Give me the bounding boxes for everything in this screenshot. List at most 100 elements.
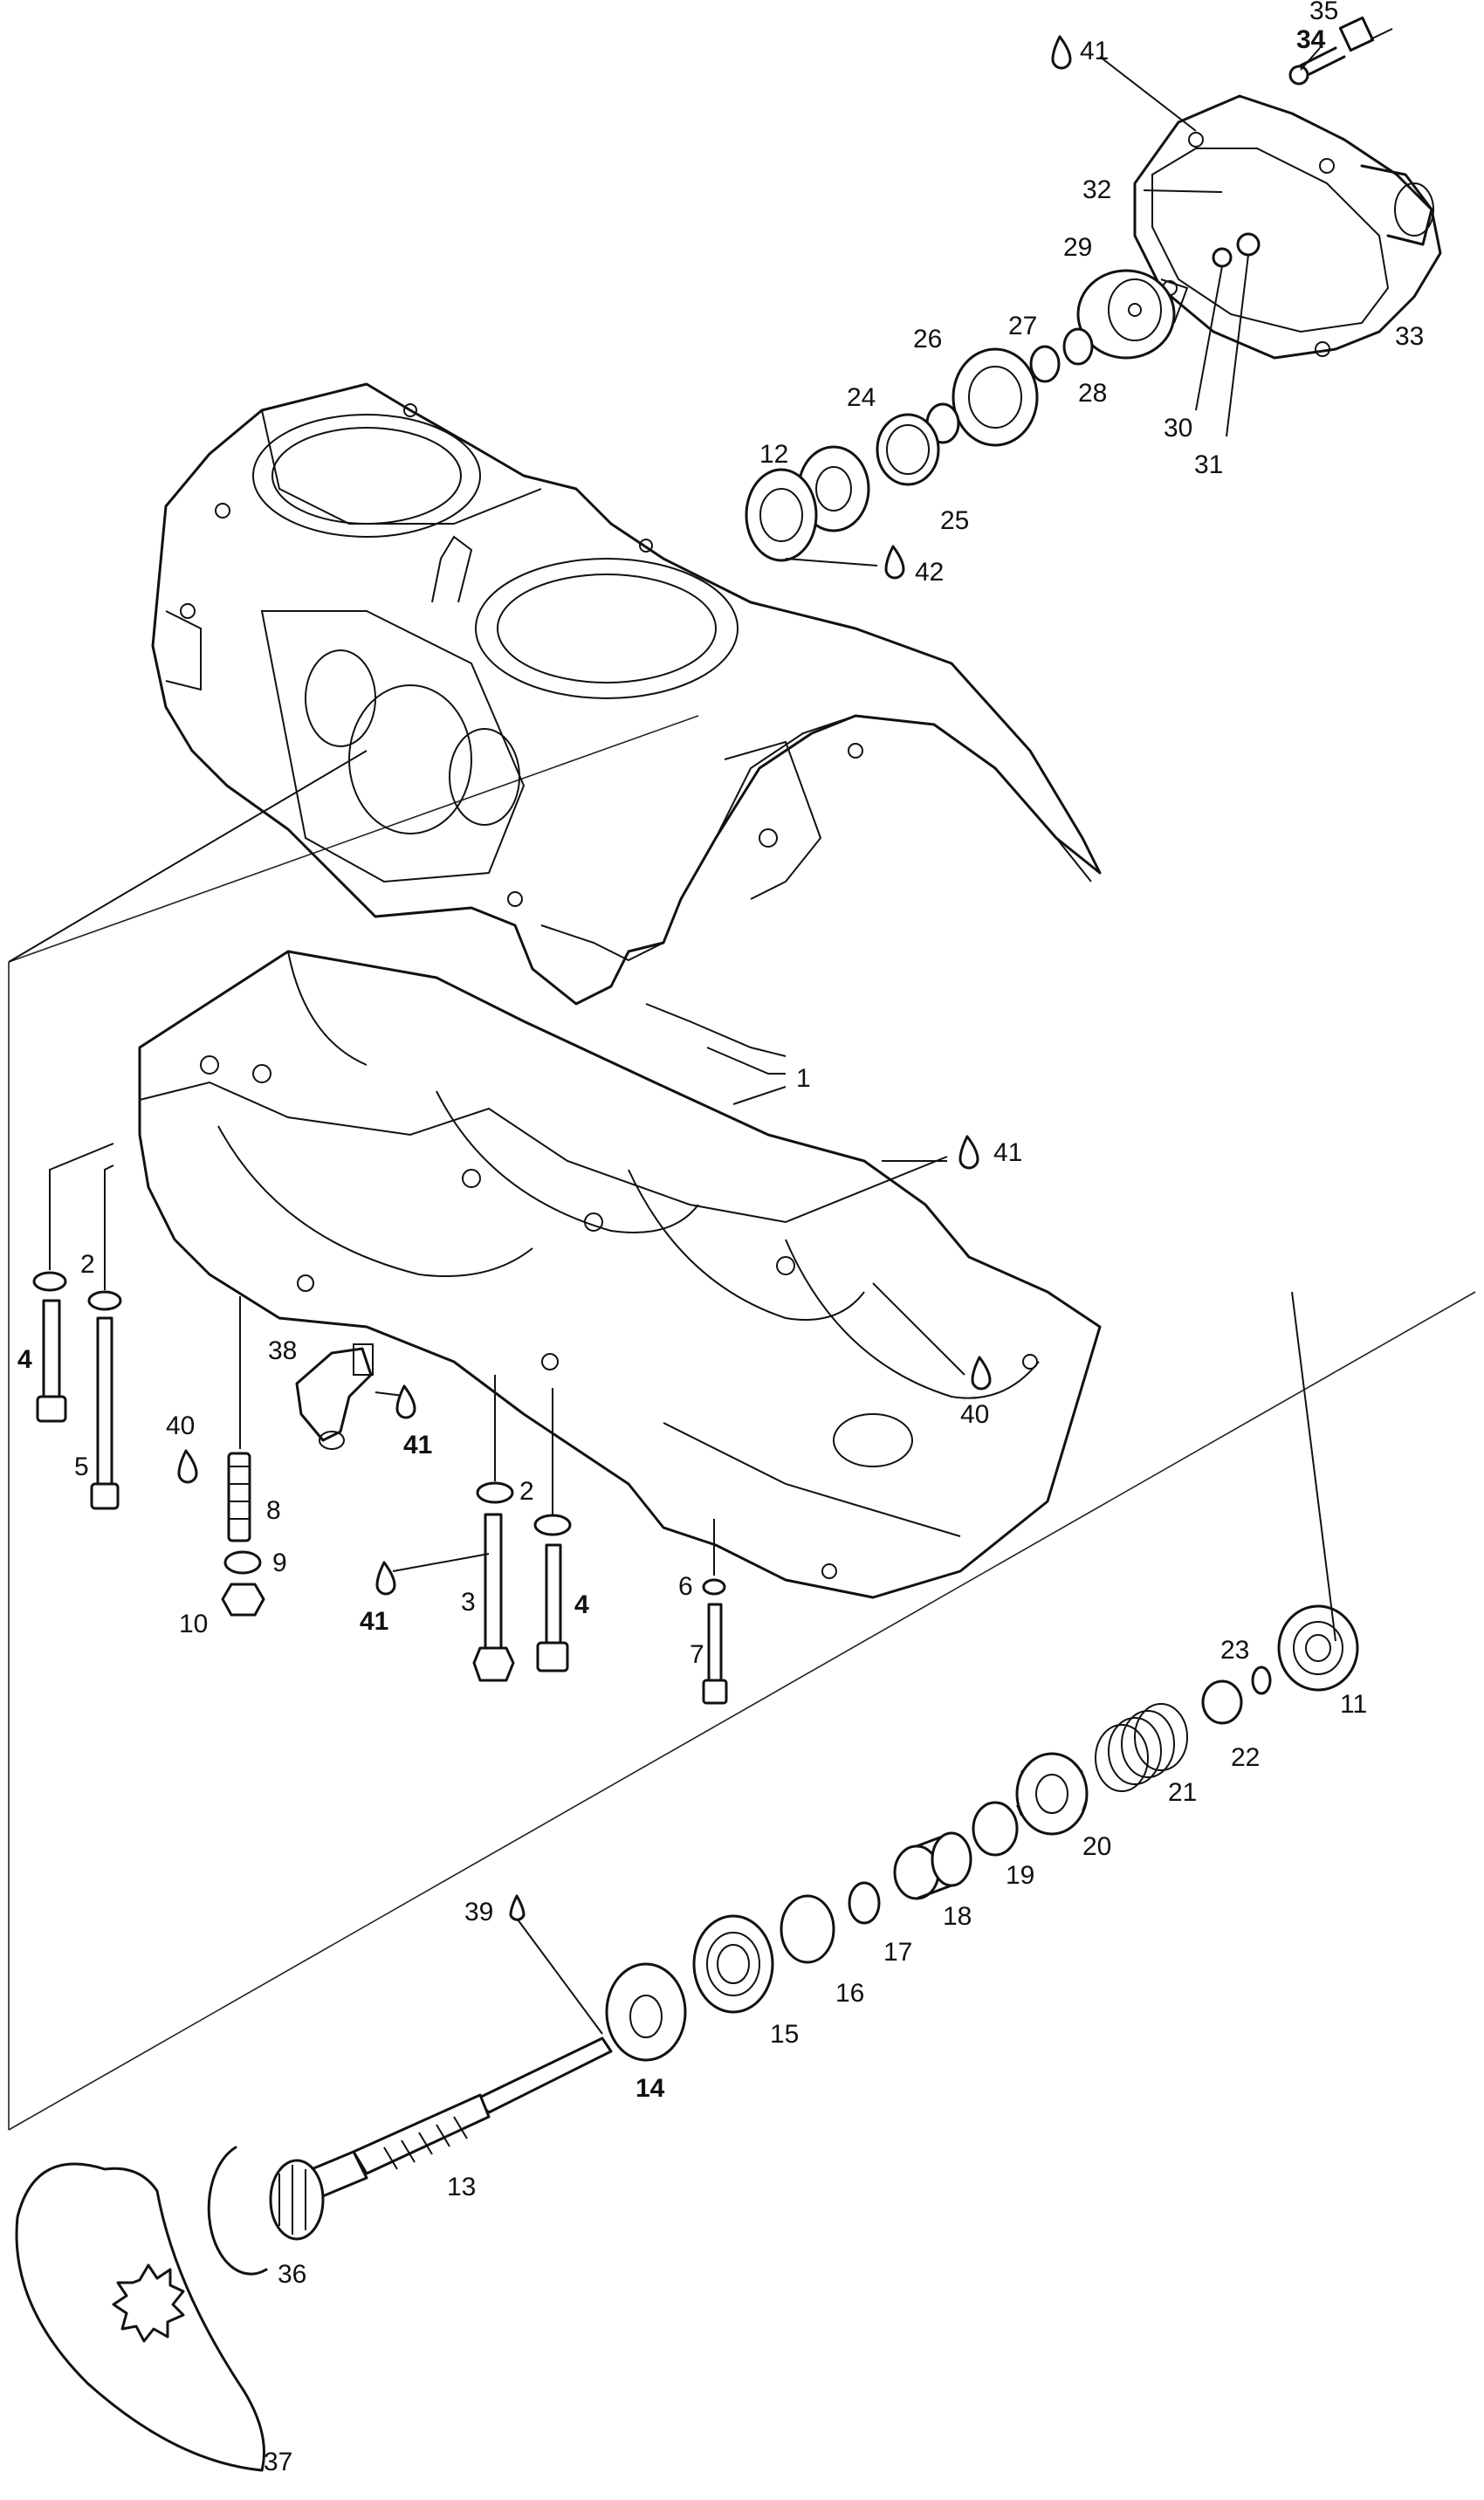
bolt-3 (472, 1513, 515, 1682)
washer-30 (1212, 247, 1233, 268)
callout-3: 3 (461, 1588, 476, 1617)
callout-38: 38 (268, 1336, 297, 1365)
callout-17: 17 (883, 1938, 912, 1967)
lubricant-drop-icon (375, 1561, 396, 1596)
callout-13: 13 (447, 2173, 476, 2201)
washer-2b (87, 1290, 122, 1311)
callout-24: 24 (847, 383, 876, 412)
circlip-23 (1251, 1666, 1272, 1695)
callout-19: 19 (1006, 1861, 1034, 1890)
callout-16: 16 (835, 1979, 864, 2008)
elbow-fitting-38 (295, 1343, 374, 1450)
washer-16 (780, 1894, 835, 1964)
callout-2b: 2 (519, 1477, 534, 1506)
callout-4a: 4 (17, 1345, 32, 1374)
callout-20: 20 (1082, 1832, 1111, 1861)
washer-2a (32, 1271, 67, 1292)
callout-36: 36 (278, 2260, 306, 2289)
lubricant-drop-icon (884, 545, 905, 580)
callout-40a: 40 (166, 1411, 195, 1440)
callout-30: 30 (1164, 414, 1192, 443)
drive-shaft-13 (269, 2036, 613, 2241)
callout-33: 33 (1395, 322, 1424, 351)
seal-14 (605, 1962, 687, 2062)
callout-39: 39 (464, 1898, 493, 1927)
circlip-36 (207, 2146, 268, 2276)
stud-8 (227, 1452, 251, 1542)
callout-1: 1 (796, 1064, 811, 1093)
plate-37 (15, 2162, 265, 2472)
seal-42 (745, 468, 818, 562)
gear-20 (1015, 1752, 1089, 1836)
bolt-4a (36, 1299, 67, 1423)
callout-26: 26 (913, 325, 942, 354)
callout-27: 27 (1008, 312, 1037, 340)
lubricant-drop-icon (395, 1384, 416, 1419)
lubricant-drop-icon (1051, 35, 1072, 70)
callout-35: 35 (1309, 0, 1338, 25)
callout-34: 34 (1296, 25, 1326, 54)
washer-2c (476, 1481, 514, 1504)
leader-upper-case (8, 750, 368, 963)
spacer-22 (1201, 1679, 1243, 1725)
washer-2d (533, 1514, 572, 1536)
callout-37: 37 (264, 2448, 292, 2476)
washer-34 (1288, 65, 1309, 86)
nut-10 (221, 1583, 265, 1617)
bolt-7 (702, 1603, 728, 1705)
bolt-35 (1299, 16, 1375, 76)
callout-21: 21 (1168, 1778, 1197, 1807)
callout-11: 11 (1340, 1690, 1367, 1719)
leader-1a (706, 1047, 786, 1075)
callout-23: 23 (1220, 1636, 1249, 1665)
washer-19 (972, 1801, 1019, 1857)
callout-6: 6 (678, 1572, 693, 1601)
callout-29: 29 (1063, 233, 1092, 262)
bearing-15 (692, 1914, 774, 2014)
bolt-5 (90, 1316, 120, 1510)
callout-12: 12 (759, 440, 788, 469)
lubricant-drop-icon (958, 1135, 979, 1170)
callout-28: 28 (1078, 379, 1107, 408)
sleeve-18 (893, 1831, 972, 1900)
callout-7: 7 (690, 1640, 704, 1669)
callout-15: 15 (770, 2020, 799, 2049)
callout-22: 22 (1231, 1743, 1260, 1772)
lower-crankcase (138, 950, 1102, 1599)
callout-40b: 40 (960, 1400, 989, 1429)
callout-42: 42 (915, 558, 944, 587)
callout-9: 9 (272, 1549, 287, 1577)
leader-1b (732, 1086, 787, 1105)
washer-6 (702, 1578, 726, 1596)
spring-21 (1095, 1703, 1188, 1792)
impeller (1076, 269, 1189, 360)
callout-31: 31 (1194, 450, 1223, 479)
separator-line-upper (8, 715, 699, 963)
callout-8: 8 (266, 1496, 281, 1525)
nut-31 (1236, 232, 1261, 257)
callout-4b: 4 (574, 1590, 589, 1619)
water-pump-housing (1133, 94, 1442, 360)
lubricant-drop-icon (509, 1894, 526, 1921)
callout-14: 14 (636, 2074, 665, 2103)
callout-5: 5 (74, 1453, 89, 1481)
washer-27 (1029, 345, 1061, 383)
bolt-4b (536, 1543, 569, 1672)
upper-crankcase (151, 382, 1102, 1057)
washer-9 (223, 1550, 262, 1575)
callout-41d: 41 (360, 1607, 388, 1636)
callout-41c: 41 (403, 1431, 432, 1459)
lubricant-drop-icon (177, 1449, 198, 1484)
callout-41a: 41 (1080, 37, 1109, 65)
callout-41b: 41 (993, 1138, 1022, 1167)
circlip-17 (848, 1881, 881, 1925)
callout-10: 10 (179, 1610, 208, 1638)
lubricant-drop-icon (971, 1356, 992, 1391)
separator-line-lower (8, 1291, 1476, 2131)
callout-32: 32 (1082, 175, 1111, 204)
washer-28 (1062, 327, 1094, 366)
seal-26 (952, 347, 1039, 447)
callout-18: 18 (943, 1902, 972, 1931)
callout-25: 25 (940, 506, 969, 535)
